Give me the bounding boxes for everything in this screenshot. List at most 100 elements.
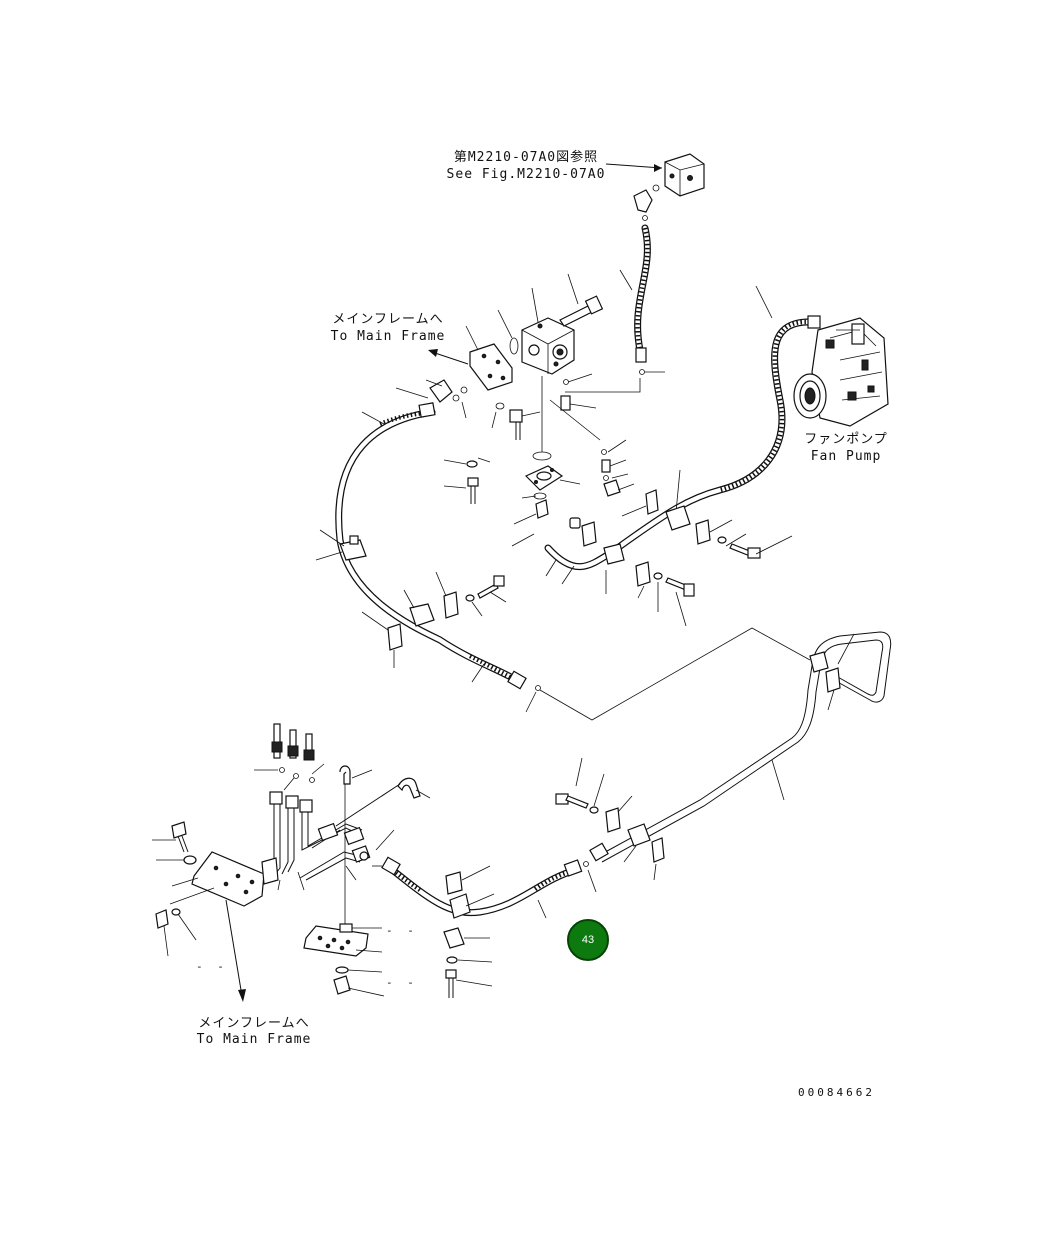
mount-plate [469,343,513,391]
leader [471,601,483,617]
clamp-bracket-mid [435,571,459,619]
arrow-head [428,349,438,357]
o-ring [509,337,519,355]
leader [569,403,597,409]
leader [607,439,627,453]
clamp-left-1 [339,535,367,561]
washer-bolt-left [466,457,491,504]
leader [311,763,325,775]
leader [171,877,199,887]
leader [347,969,383,973]
main-frame-bottom-label-en: To Main Frame [196,1032,312,1047]
adapter-fittings [429,379,468,403]
clamp-bracket-right-3 [695,519,733,545]
bracket-bottom-block [443,927,490,949]
hose-left-loop [335,402,527,690]
leader [617,483,635,491]
connection-guide-line [539,627,811,721]
leader [361,411,385,425]
washer [589,806,599,814]
leader [771,759,785,801]
leader [675,591,687,627]
ref-arrow-head [654,164,662,172]
leader [545,559,557,577]
nut-fitting-return [589,842,609,862]
leader [827,689,835,711]
vertical-hoses [271,723,315,761]
tee-fittings [317,822,371,863]
leader [567,273,579,305]
leader [345,865,357,881]
leader [675,469,681,513]
bolt-right-1 [729,543,761,559]
elbow [603,479,621,497]
leader [511,533,535,547]
leader [531,287,539,323]
ref-leader-line [605,163,663,169]
main-frame-bottom-label-jp: メインフレームへ [198,1016,310,1031]
leader [347,987,385,997]
o-ring [583,861,589,867]
hose-bottom [381,856,583,917]
to-main-frame-arrow-line [431,351,469,365]
leader [425,379,443,387]
nut [333,975,351,995]
mount-plate-bottom [303,923,369,957]
clamp-bracket-right-4 [635,561,651,599]
leader [525,691,537,713]
leader [355,949,383,953]
leader [403,589,415,609]
ref-label-jp: 第M2210-07A0図参照 [453,150,599,165]
to-main-frame-arrow-line [225,899,243,997]
o-ring [309,777,315,783]
clamp-left-2 [409,603,435,627]
clamp-return-2 [627,823,665,863]
leader [491,411,497,429]
clamp-right-2 [603,543,625,565]
bolt-washer-mid [465,575,505,602]
bolt-top [559,295,604,327]
clamp-return-1 [809,651,841,693]
leader [587,869,597,893]
dash-mark: - - [386,924,418,937]
check-fitting [560,379,571,411]
u-clip [339,765,373,930]
bolt-right-2 [665,577,695,597]
leader [837,633,855,665]
clamp-bracket-return [605,795,633,833]
base-plate-left [191,851,279,907]
leader [489,591,507,603]
leader [611,473,629,479]
washer [717,536,727,544]
washer [446,956,458,964]
leader [461,401,467,419]
leader [559,479,581,485]
clamp-right-1 [665,505,691,531]
leader [395,387,429,399]
bolt-bottom [445,969,457,998]
connector [535,499,549,519]
leader [497,309,513,339]
split-flange [524,465,564,491]
leader [443,459,467,465]
leader [375,829,395,851]
arrow-head [238,989,246,1002]
leader [561,565,575,585]
bolt-left-column [155,821,197,929]
o-ring [293,773,299,779]
leader [567,373,593,383]
o-ring-large [532,451,552,461]
leader [283,777,295,791]
dash-mark: - - [386,976,418,989]
leader [465,893,495,907]
callout-badge-43[interactable]: 43 [567,919,609,961]
leader [575,757,583,787]
washer [495,402,505,410]
leader [565,378,641,393]
leader [177,913,197,941]
leader [521,411,541,417]
main-frame-top-label-en: To Main Frame [330,329,446,344]
clamp-bracket-right-2 [581,521,597,547]
o-ring [639,369,645,375]
